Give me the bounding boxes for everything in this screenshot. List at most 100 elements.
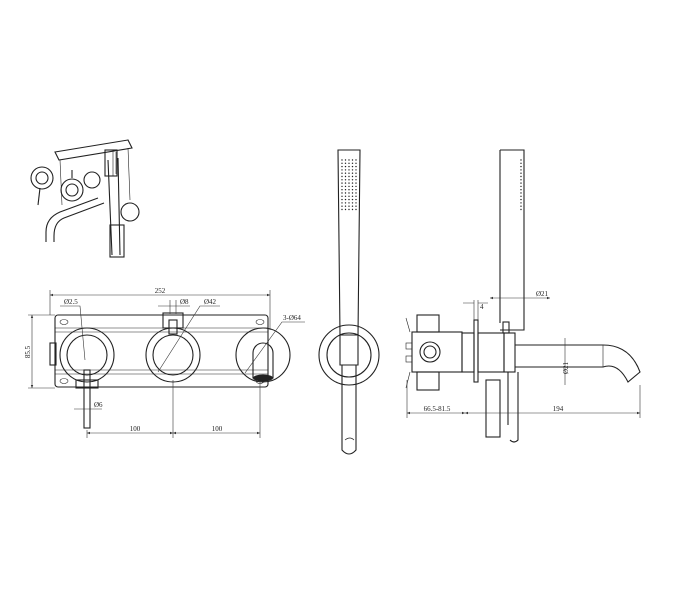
dim-plate-thickness: 4 bbox=[480, 303, 484, 311]
nozzle-dot bbox=[344, 175, 347, 178]
nozzle-dot bbox=[341, 205, 343, 207]
front-view: 252 100 100 85.5 Ø2.5 Ø8 Ø42 3-Ø64 Ø6 bbox=[24, 287, 305, 438]
nozzle-dot bbox=[344, 189, 347, 191]
nozzle-dot bbox=[355, 189, 357, 191]
nozzle-dot bbox=[520, 189, 522, 191]
nozzle-dot bbox=[351, 192, 354, 194]
nozzle-dot bbox=[348, 202, 350, 204]
nozzle-dot bbox=[520, 195, 522, 197]
nozzle-dot bbox=[348, 165, 350, 168]
nozzle-dot bbox=[520, 192, 522, 194]
dim-spout-projection: 194 bbox=[553, 405, 564, 413]
nozzle-dot bbox=[341, 182, 343, 184]
nozzle-dot bbox=[341, 202, 343, 204]
nozzle-dot bbox=[520, 162, 522, 164]
nozzle-dot bbox=[520, 165, 522, 168]
nozzle-dot bbox=[348, 159, 350, 161]
nozzle-dot bbox=[520, 185, 522, 188]
nozzle-dot bbox=[355, 185, 357, 188]
dim-wall-depth: 66.5-81.5 bbox=[424, 405, 451, 413]
nozzle-dot bbox=[344, 185, 347, 188]
nozzle-dot bbox=[348, 179, 350, 181]
nozzle-dot bbox=[341, 172, 343, 174]
nozzle-dot bbox=[351, 162, 354, 164]
nozzle-dot bbox=[351, 185, 354, 188]
nozzle-dot bbox=[520, 198, 522, 201]
nozzle-dot bbox=[520, 208, 522, 211]
isometric-view bbox=[30, 139, 140, 258]
nozzle-dot bbox=[355, 182, 357, 184]
handshower-view bbox=[318, 149, 380, 455]
nozzle-dot bbox=[520, 182, 522, 184]
dim-lever-rod-diameter: Ø6 bbox=[94, 401, 103, 409]
nozzle-dot bbox=[355, 192, 357, 194]
nozzle-dot bbox=[348, 175, 350, 178]
nozzle-dot bbox=[355, 202, 357, 204]
nozzle-dot bbox=[344, 198, 347, 201]
dim-spout-diameter: Ø21 bbox=[562, 361, 570, 374]
nozzle-dot bbox=[344, 192, 347, 194]
nozzle-dot bbox=[355, 165, 357, 168]
nozzle-dot bbox=[355, 172, 357, 174]
nozzle-dot bbox=[341, 195, 343, 197]
nozzle-dot bbox=[348, 172, 350, 174]
nozzle-dot bbox=[341, 192, 343, 194]
nozzle-dot bbox=[520, 175, 522, 178]
nozzle-dot bbox=[344, 202, 347, 204]
nozzle-dot bbox=[348, 205, 350, 207]
nozzle-dot bbox=[344, 195, 347, 197]
nozzle-dot bbox=[351, 208, 354, 211]
nozzle-dot bbox=[351, 189, 354, 191]
nozzle-dot bbox=[520, 159, 522, 161]
nozzle-dot bbox=[348, 185, 350, 188]
nozzle-dot bbox=[355, 208, 357, 211]
nozzle-dot bbox=[341, 198, 343, 201]
nozzle-dot bbox=[355, 179, 357, 181]
dim-overall-width: 252 bbox=[155, 287, 166, 295]
side-view: Ø21 Ø21 4 66.5-81.5 194 bbox=[405, 149, 641, 443]
dim-lever-diameter: Ø2.5 bbox=[64, 298, 78, 306]
nozzle-dot bbox=[341, 179, 343, 181]
dim-spacing-right: 100 bbox=[212, 425, 223, 433]
nozzle-dot bbox=[348, 198, 350, 201]
nozzle-dot bbox=[520, 169, 522, 171]
dim-handle-diameter: Ø42 bbox=[204, 298, 217, 306]
nozzle-dot bbox=[344, 172, 347, 174]
nozzle-dot bbox=[341, 208, 343, 211]
nozzle-dot bbox=[355, 198, 357, 201]
nozzle-dot bbox=[355, 205, 357, 207]
nozzle-dot bbox=[520, 205, 522, 207]
nozzle-dot bbox=[355, 195, 357, 197]
nozzle-dot bbox=[348, 192, 350, 194]
nozzle-dot bbox=[351, 169, 354, 171]
dim-pin-diameter: Ø8 bbox=[180, 298, 189, 306]
nozzle-dot bbox=[348, 189, 350, 191]
nozzle-dot bbox=[520, 172, 522, 174]
nozzle-dot bbox=[351, 202, 354, 204]
nozzle-dot bbox=[344, 169, 347, 171]
nozzle-dot bbox=[351, 195, 354, 197]
nozzle-dot bbox=[355, 162, 357, 164]
nozzle-dot bbox=[351, 172, 354, 174]
nozzle-dot bbox=[344, 182, 347, 184]
nozzle-dot bbox=[351, 165, 354, 168]
dim-height: 85.5 bbox=[24, 345, 32, 358]
nozzle-dot bbox=[351, 175, 354, 178]
nozzle-dot bbox=[341, 169, 343, 171]
nozzle-dot bbox=[341, 175, 343, 178]
nozzle-dot bbox=[348, 162, 350, 164]
nozzle-dot bbox=[341, 189, 343, 191]
nozzle-dot bbox=[348, 195, 350, 197]
dim-spacing-left: 100 bbox=[130, 425, 141, 433]
nozzle-dot bbox=[344, 179, 347, 181]
nozzle-dot bbox=[348, 208, 350, 211]
dim-handshower-diameter: Ø21 bbox=[536, 290, 549, 298]
nozzle-dot bbox=[348, 182, 350, 184]
nozzle-dot bbox=[341, 185, 343, 188]
dim-plate-diameter: 3-Ø64 bbox=[283, 314, 301, 322]
nozzle-dot bbox=[351, 205, 354, 207]
nozzle-dot bbox=[355, 175, 357, 178]
nozzle-dot bbox=[355, 169, 357, 171]
